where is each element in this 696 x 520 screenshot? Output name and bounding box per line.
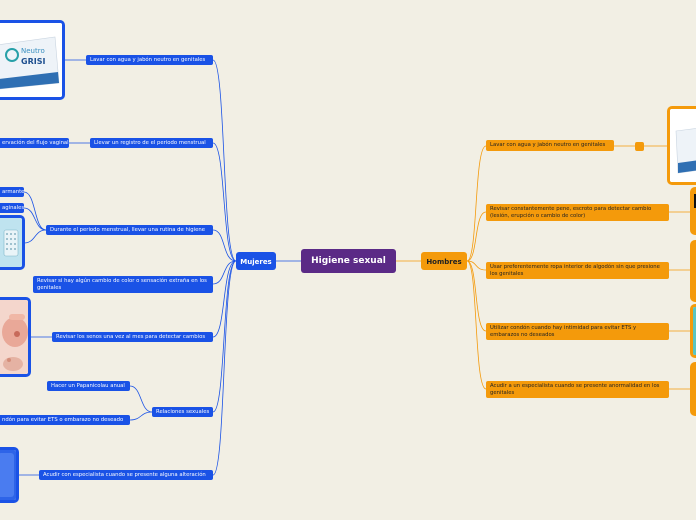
branch-mujeres[interactable]: Mujeres (236, 252, 276, 270)
hombres-image-3[interactable] (690, 240, 696, 302)
hombres-soap-image[interactable] (667, 106, 696, 185)
mujeres-item-periodo[interactable]: Durante el periodo menstrual, llevar una… (46, 225, 213, 235)
mujeres-item-lavar[interactable]: Lavar con agua y jabón neutro en genital… (86, 55, 213, 65)
mujeres-item-revisar-color[interactable]: Revisar si hay algún cambio de color o s… (33, 276, 213, 293)
mujeres-item-senos[interactable]: Revisar los senos una vez al mes para de… (52, 332, 213, 342)
hombres-item-revisar[interactable]: Revisar constantemente pene, escroto par… (486, 204, 669, 221)
pads-icon (0, 218, 22, 267)
mujeres-item-relaciones[interactable]: Relaciones sexuales (152, 407, 213, 417)
hombres-item-condon[interactable]: Utilizar condón cuando hay intimidad par… (486, 323, 669, 340)
breast-exam-image[interactable] (0, 297, 31, 377)
mujeres-subitem-condon[interactable]: ndón para evitar ETS o embarazo no desea… (0, 415, 130, 425)
hombres-item-ropa[interactable]: Usar preferentemente ropa interior de al… (486, 262, 669, 279)
soap-box-icon (670, 109, 696, 182)
hombres-image-5[interactable] (690, 362, 696, 416)
mujeres-subitem-flujo[interactable]: ervación del flujo vaginal (0, 138, 69, 148)
svg-text:Neutro: Neutro (21, 47, 45, 55)
hombres-image-4[interactable] (690, 304, 696, 358)
mujeres-item-registro[interactable]: Llevar un registro de el periodo menstru… (90, 138, 213, 148)
specialist-icon (0, 450, 16, 500)
hombres-connectors (396, 145, 690, 390)
hombres-item-especialista[interactable]: Acudir a un especialista cuando se prese… (486, 381, 669, 398)
specialist-image[interactable] (0, 447, 19, 503)
hombres-image-2[interactable] (690, 187, 696, 235)
mujeres-connectors (18, 59, 301, 476)
mujeres-item-especialista[interactable]: Acudir con especialista cuando se presen… (39, 470, 213, 480)
branch-hombres[interactable]: Hombres (421, 252, 467, 270)
hombres-item-lavar[interactable]: Lavar con agua y jabón neutro en genital… (486, 140, 614, 151)
soap-box-icon: Neutro GRISI (0, 23, 62, 97)
svg-text:GRISI: GRISI (21, 57, 45, 66)
hombres-collapsed-marker[interactable] (635, 142, 644, 151)
mujeres-subitem-periodo-1[interactable]: armante (0, 187, 24, 197)
soap-image[interactable]: Neutro GRISI (0, 20, 65, 100)
breast-exam-icon (0, 300, 28, 374)
pads-image[interactable] (0, 215, 25, 270)
image-thumbnail-icon (693, 307, 696, 355)
mujeres-subitem-papanicolau[interactable]: Hacer un Papanicolau anual (47, 381, 130, 391)
mujeres-subitem-periodo-2[interactable]: aginales (0, 203, 24, 213)
image-thumbnail-icon (694, 194, 696, 208)
central-topic[interactable]: Higiene sexual (301, 249, 396, 273)
